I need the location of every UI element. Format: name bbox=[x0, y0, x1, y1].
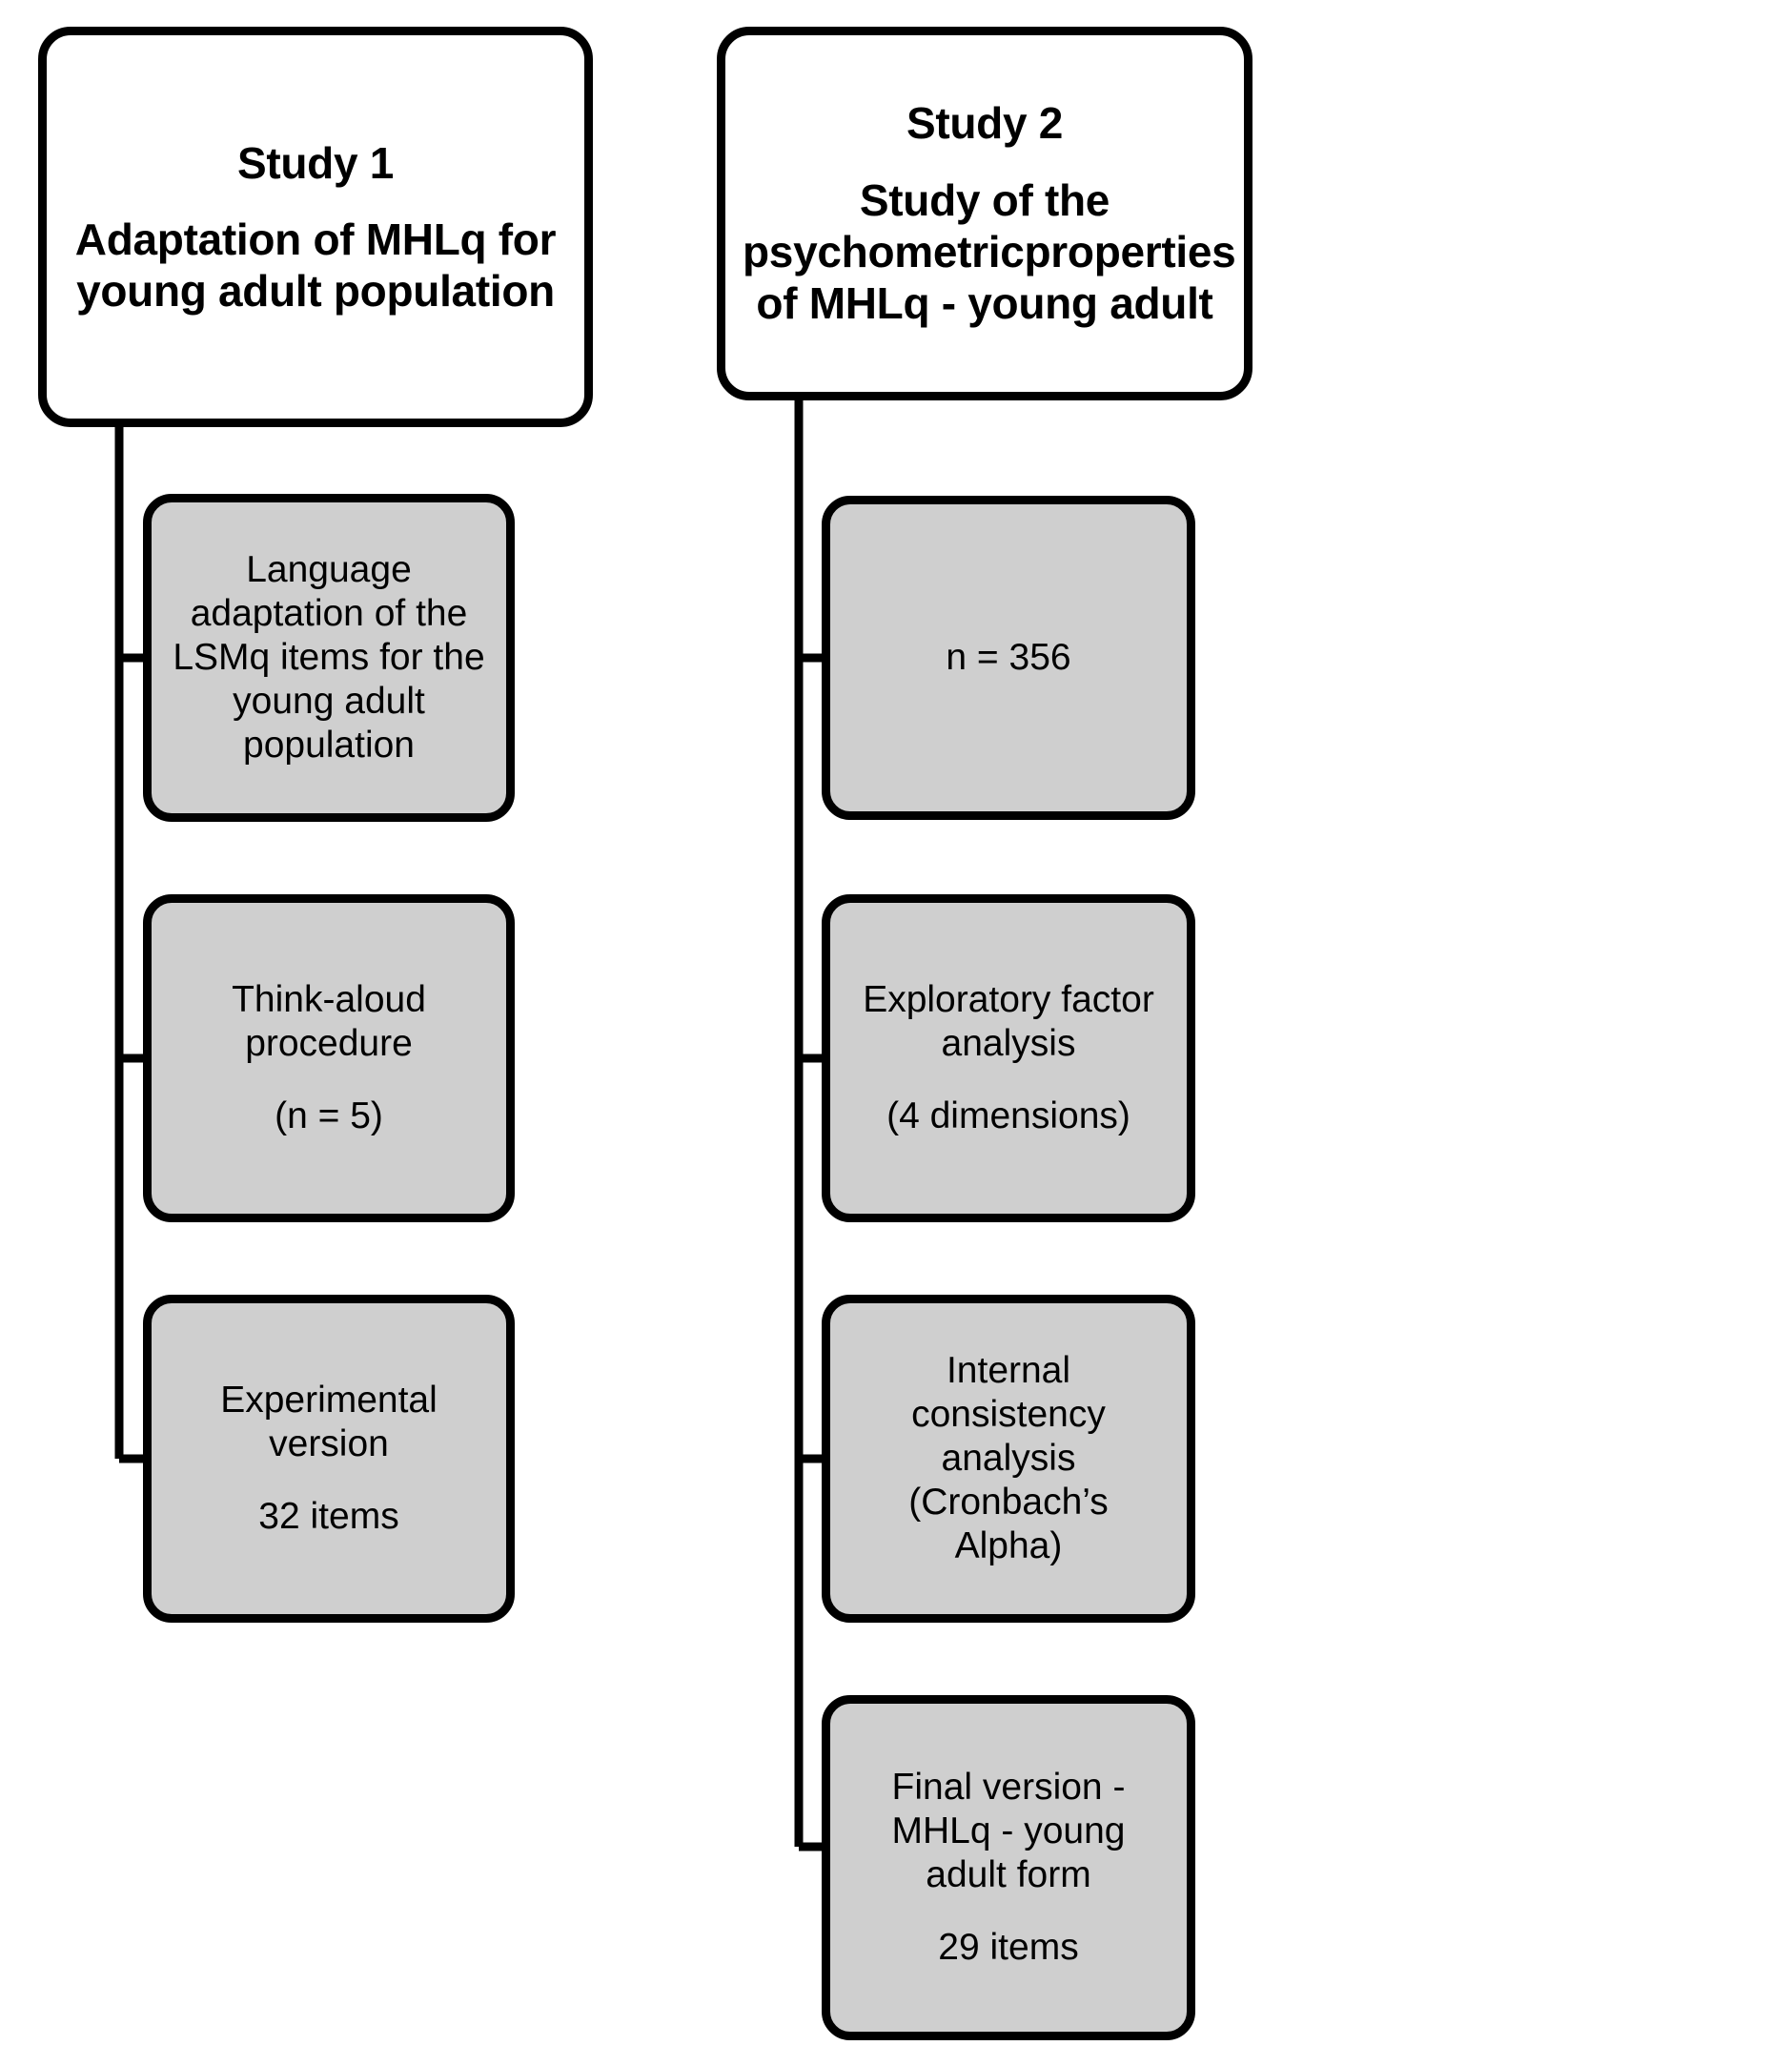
study2-subtitle: Study of the psychometricproperties of M… bbox=[743, 174, 1236, 329]
study1-step1-line1: Language adaptation of the LSMq items fo… bbox=[173, 548, 485, 767]
study2-step2-line1: Exploratory factor analysis bbox=[863, 978, 1154, 1064]
study2-step-final-version: Final version - MHLq - young adult form … bbox=[822, 1695, 1195, 2040]
study2-header-box: Study 2 Study of the psychometricpropert… bbox=[717, 27, 1252, 400]
study1-step3-line1: Experimental version bbox=[220, 1379, 438, 1464]
study2-step1-line1: n = 356 bbox=[946, 636, 1071, 678]
study2-step-internal-consistency: Internal consistency analysis (Cronbach’… bbox=[822, 1295, 1195, 1623]
study2-step-sample-size: n = 356 bbox=[822, 496, 1195, 820]
study1-subtitle: Adaptation of MHLq for young adult popul… bbox=[74, 214, 557, 317]
study1-step2-line1: Think-aloud procedure bbox=[232, 978, 426, 1064]
study1-step3-line2: 32 items bbox=[258, 1496, 399, 1537]
study1-header-box: Study 1 Adaptation of MHLq for young adu… bbox=[38, 27, 593, 427]
study1-step2-line2: (n = 5) bbox=[275, 1095, 383, 1136]
study1-step-language-adaptation: Language adaptation of the LSMq items fo… bbox=[143, 494, 515, 822]
study1-step-think-aloud: Think-aloud procedure (n = 5) bbox=[143, 894, 515, 1222]
study2-title: Study 2 bbox=[906, 98, 1064, 149]
study1-title: Study 1 bbox=[236, 137, 395, 188]
study2-step4-line2: 29 items bbox=[938, 1927, 1079, 1969]
study2-step2-line2: (4 dimensions) bbox=[886, 1095, 1130, 1136]
study2-step-exploratory-factor-analysis: Exploratory factor analysis (4 dimension… bbox=[822, 894, 1195, 1222]
study2-step3-line1: Internal consistency analysis (Cronbach’… bbox=[908, 1349, 1109, 1567]
study1-step-experimental-version: Experimental version 32 items bbox=[143, 1295, 515, 1623]
study2-step4-line1: Final version - MHLq - young adult form bbox=[891, 1766, 1126, 1895]
